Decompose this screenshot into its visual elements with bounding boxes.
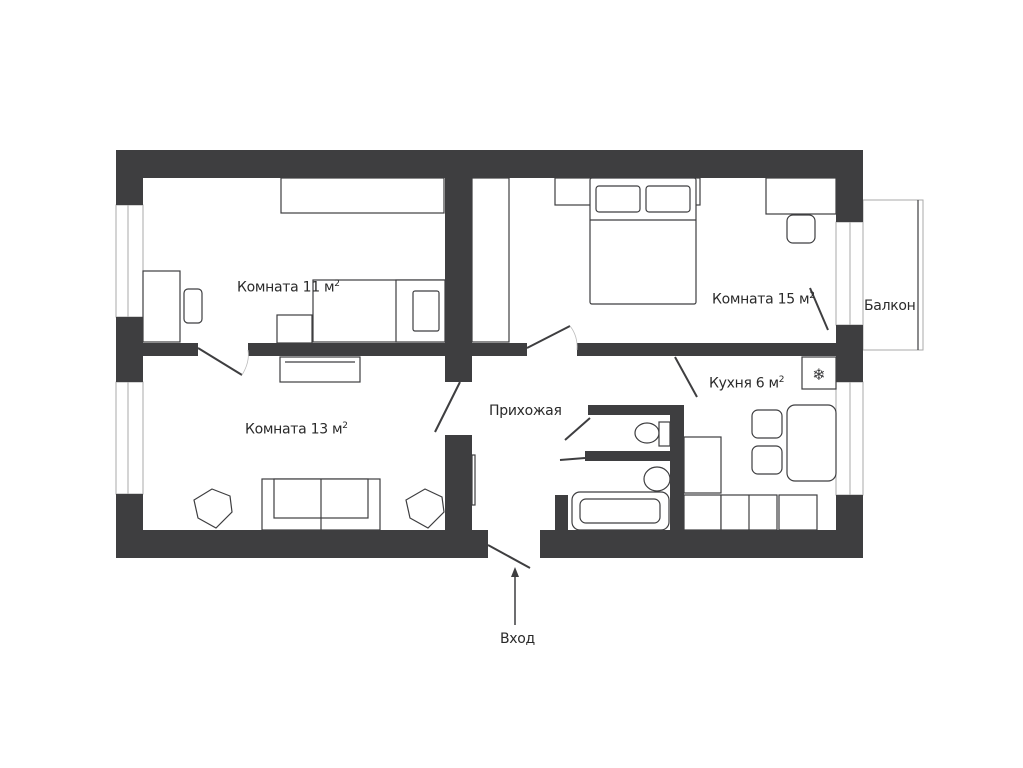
balcony-label: Балкон <box>864 298 916 314</box>
balcony <box>862 199 924 351</box>
entrance-arrow-icon <box>511 567 519 625</box>
room-11-label: Комната 11 м2 <box>237 279 340 296</box>
room-15-furniture <box>471 177 837 343</box>
room-15-label: Комната 15 м2 <box>712 291 815 308</box>
walls <box>116 150 863 558</box>
entrance-label: Вход <box>500 631 535 647</box>
room-13-furniture <box>193 356 476 531</box>
snowflake-icon: ❄ <box>812 365 825 384</box>
doors <box>197 287 829 569</box>
room-11-furniture <box>142 177 446 344</box>
kitchen-fixtures: ❄ <box>683 356 837 531</box>
plant-icon <box>405 488 445 529</box>
bathroom-fixtures <box>571 421 671 531</box>
plant-icon <box>193 488 233 529</box>
room-13-label: Комната 13 м2 <box>245 421 348 438</box>
hall-label: Прихожая <box>489 403 562 419</box>
kitchen-label: Кухня 6 м2 <box>709 375 785 392</box>
